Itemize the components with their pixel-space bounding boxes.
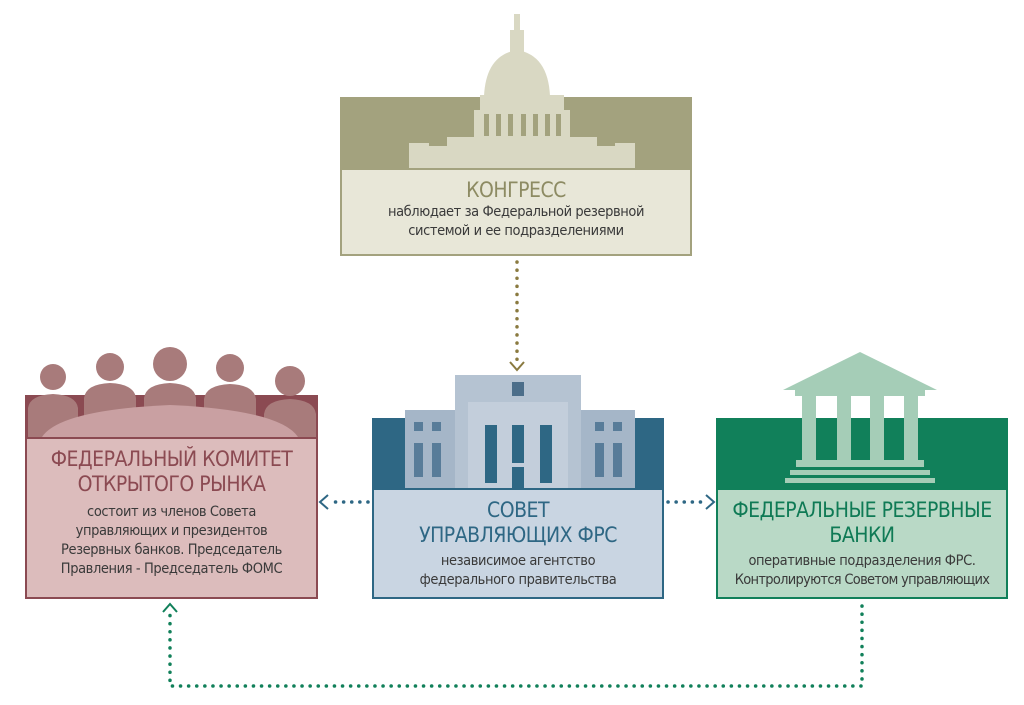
capitol-icon [409, 14, 635, 169]
fomc-desc-line: Резервных банков. Председатель [61, 542, 282, 558]
fed-building-icon [405, 375, 635, 488]
banks-box: ФЕДЕРАЛЬНЫЕ РЕЗЕРВНЫЕ БАНКИ оперативные … [716, 488, 1008, 599]
arrow-up-icon [162, 602, 178, 613]
board-desc-line: федерального правительства [419, 572, 617, 588]
board-box: СОВЕТ УПРАВЛЯЮЩИХ ФРС независимое агентс… [372, 488, 664, 599]
arrow-down-icon [509, 361, 525, 372]
congress-box: КОНГРЕСС наблюдает за Федеральной резерв… [340, 168, 692, 256]
board-title-line: УПРАВЛЯЮЩИХ ФРС [419, 523, 617, 547]
fomc-desc-line: Правления - Председатель ФОМС [60, 561, 283, 577]
fomc-desc-line: состоит из членов Совета [87, 504, 256, 520]
fomc-box: ФЕДЕРАЛЬНЫЙ КОМИТЕТ ОТКРЫТОГО РЫНКА сост… [25, 437, 318, 599]
committee-people-icon [28, 347, 316, 437]
fomc-title-line: ФЕДЕРАЛЬНЫЙ КОМИТЕТ [50, 447, 293, 471]
congress-desc-line: наблюдает за Федеральной резервной [387, 204, 645, 220]
congress-desc-line: системой и ее подразделениями [408, 223, 624, 239]
fomc-desc-line: управляющих и президентов [75, 523, 268, 539]
bank-temple-icon [783, 352, 937, 483]
arrow-left-icon [318, 494, 329, 510]
fomc-title-line: ОТКРЫТОГО РЫНКА [77, 472, 266, 496]
connector-banks-to-fomc [168, 604, 864, 688]
banks-desc-line: оперативные подразделения ФРС. [748, 553, 976, 569]
banks-title-line: ФЕДЕРАЛЬНЫЕ РЕЗЕРВНЫЕ [732, 498, 992, 522]
board-desc-line: независимое агентство [440, 553, 596, 569]
congress-title: КОНГРЕСС [466, 178, 566, 202]
arrow-right-icon [705, 494, 716, 510]
banks-title-line: БАНКИ [829, 523, 895, 547]
banks-desc-line: Контролируются Советом управляющих [734, 572, 990, 588]
board-title-line: СОВЕТ [487, 498, 550, 522]
